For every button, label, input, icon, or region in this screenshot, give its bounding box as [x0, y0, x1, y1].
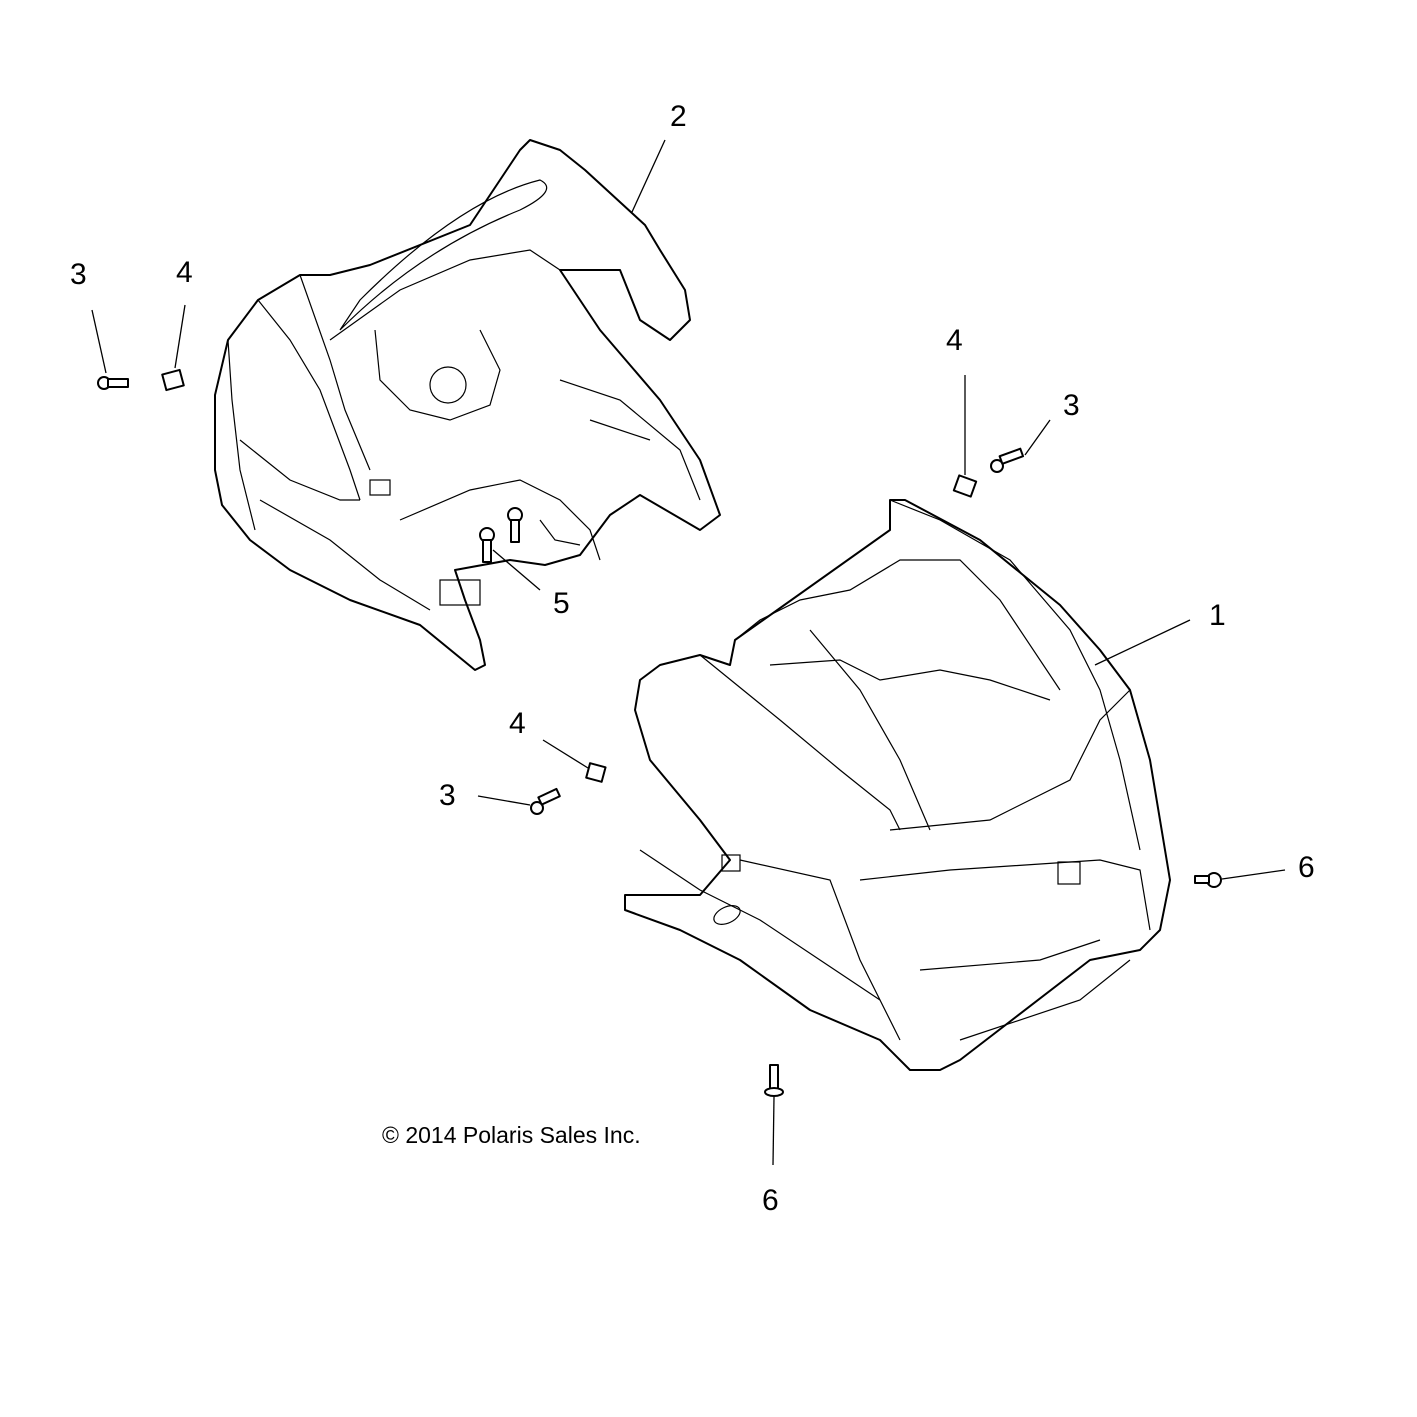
leader-lines: [91, 139, 1286, 1166]
part-1-lower-housing: [624, 499, 1171, 1071]
fastener-3b-bolt: [990, 447, 1025, 473]
callout-3: 3: [70, 258, 87, 291]
callout-3: 3: [1063, 389, 1080, 422]
fastener-3c-bolt: [530, 787, 561, 815]
fastener-5-bolts: [479, 507, 523, 563]
callout-4: 4: [946, 324, 963, 357]
fastener-4b-clip: [952, 474, 978, 498]
callout-4: 4: [176, 256, 193, 289]
part-2-upper-housing: [214, 139, 721, 671]
fastener-3a-bolt: [97, 376, 129, 390]
callout-3: 3: [439, 779, 456, 812]
callout-6: 6: [1298, 851, 1315, 884]
callout-2: 2: [670, 100, 687, 133]
callout-1: 1: [1209, 599, 1226, 632]
fastener-4c-clip: [585, 762, 607, 783]
callout-6: 6: [762, 1184, 779, 1217]
callout-5: 5: [553, 587, 570, 620]
fastener-6b-bolt: [764, 1064, 784, 1097]
fastener-6a-bolt: [1194, 872, 1222, 888]
callout-4: 4: [509, 707, 526, 740]
fastener-4a-clip: [161, 368, 185, 392]
copyright-notice: © 2014 Polaris Sales Inc.: [382, 1122, 641, 1148]
